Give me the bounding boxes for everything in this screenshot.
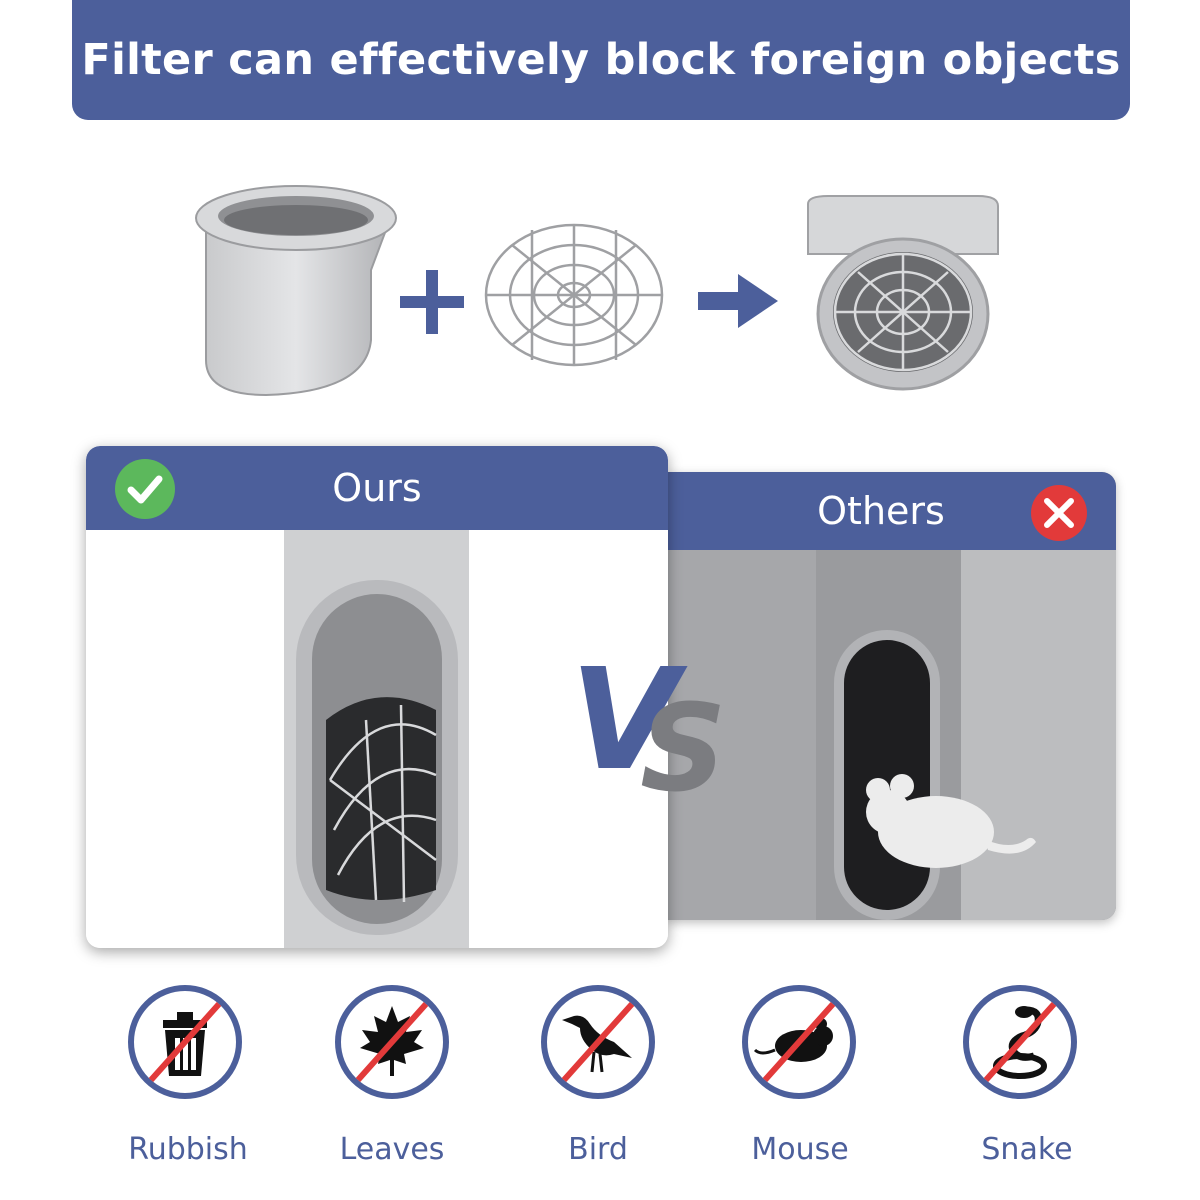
snake-icon <box>962 984 1078 1100</box>
plus-icon <box>396 266 468 342</box>
vs-s: S <box>640 680 726 800</box>
vs-graphic: V S VS <box>570 639 740 819</box>
leaf-icon <box>334 984 450 1100</box>
adapter-icon <box>186 170 406 404</box>
mouse-label: Mouse <box>751 1132 849 1167</box>
mouse-icon <box>741 984 857 1100</box>
trash-icon <box>127 984 243 1100</box>
others-panel: Others <box>666 472 1116 920</box>
assembled-vent-icon <box>798 194 1008 398</box>
page-title: Filter can effectively block foreign obj… <box>81 35 1121 85</box>
others-label: Others <box>817 489 945 533</box>
ours-label: Ours <box>332 466 422 510</box>
title-banner: Filter can effectively block foreign obj… <box>72 0 1130 120</box>
leaves-label: Leaves <box>339 1132 445 1167</box>
cross-icon <box>1030 484 1088 551</box>
arrow-right-icon <box>694 270 780 336</box>
ours-duct-photo <box>86 530 668 948</box>
snake-label: Snake <box>981 1132 1073 1167</box>
vs-v: V <box>570 640 688 800</box>
others-duct-photo <box>666 550 1116 920</box>
ours-panel: Ours <box>86 446 668 948</box>
filter-grid-icon <box>482 220 666 374</box>
rubbish-label: Rubbish <box>128 1132 248 1167</box>
others-header: Others <box>666 472 1116 550</box>
mouse-silhouette <box>866 774 1036 868</box>
bird-label: Bird <box>568 1132 628 1167</box>
blocked-items-row: Rubbish Leaves Bird Mouse <box>0 984 1200 1174</box>
bird-icon <box>540 984 656 1100</box>
ours-header: Ours <box>86 446 668 530</box>
check-icon <box>114 458 176 529</box>
